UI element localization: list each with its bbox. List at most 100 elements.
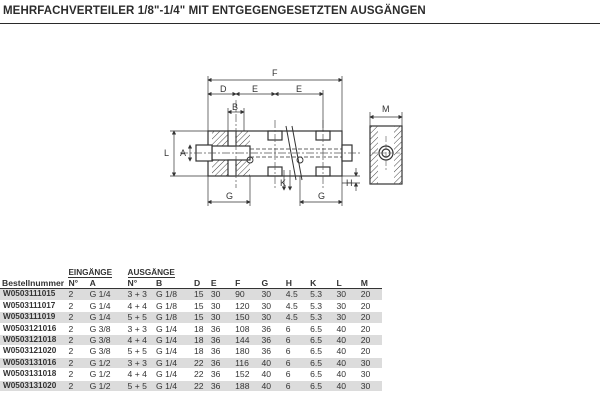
table-cell: 40	[334, 323, 359, 335]
table-cell: 30	[334, 311, 359, 324]
group-outlets: AUSGÄNGE	[127, 268, 175, 278]
table-cell: G 1/8	[154, 311, 193, 324]
table-cell: G 1/4	[87, 300, 126, 312]
table-cell: 3 + 3	[125, 323, 155, 335]
manifold-end-view	[369, 125, 403, 185]
table-cell: G 1/4	[87, 288, 126, 301]
table-cell: 3 + 3	[125, 288, 155, 301]
column-header: L	[334, 278, 359, 290]
table-cell: 30	[334, 300, 359, 312]
table-cell: 116	[233, 357, 260, 369]
column-header: E	[208, 278, 234, 290]
dim-label-k: K	[280, 178, 286, 188]
table-cell: 2	[66, 311, 88, 324]
dim-label-m: M	[382, 104, 390, 114]
column-header: K	[308, 278, 335, 290]
table-cell: 36	[208, 368, 234, 381]
table-cell: 2	[66, 380, 88, 392]
column-header: F	[233, 278, 260, 290]
order-number-cell: W0503131016	[0, 357, 67, 369]
table-cell: 15	[192, 311, 209, 324]
table-cell: 150	[233, 311, 260, 324]
table-cell: 36	[208, 334, 234, 346]
table-cell: 30	[334, 288, 359, 301]
table-cell: 6.5	[308, 380, 335, 392]
table-cell: 188	[233, 380, 260, 392]
table-cell: 30	[208, 300, 234, 312]
column-header: N°	[125, 278, 155, 290]
table-cell: 180	[233, 345, 260, 358]
table-cell: 2	[66, 368, 88, 381]
table-cell: 5.3	[308, 300, 335, 312]
table-cell: 2	[66, 288, 88, 301]
table-cell: 2	[66, 323, 88, 335]
table-cell: 20	[358, 300, 382, 312]
table-cell: 36	[208, 380, 234, 392]
table-cell: G 1/4	[154, 368, 193, 381]
table-cell: G 1/2	[87, 368, 126, 381]
column-header: G	[259, 278, 284, 290]
table-cell: 108	[233, 323, 260, 335]
table-cell: 30	[259, 300, 284, 312]
table-cell: 36	[208, 323, 234, 335]
table-cell: 4.5	[283, 288, 309, 301]
dim-label-f: F	[272, 68, 278, 78]
table-cell: 40	[334, 368, 359, 381]
table-cell: 6.5	[308, 368, 335, 381]
table-cell: G 3/8	[87, 323, 126, 335]
order-number-cell: W0503121020	[0, 345, 67, 358]
table-cell: 30	[208, 288, 234, 301]
table-cell: 40	[259, 357, 284, 369]
table-cell: 40	[334, 345, 359, 358]
column-header: D	[192, 278, 209, 290]
table-cell: 6.5	[308, 323, 335, 335]
table-cell: 18	[192, 345, 209, 358]
centerlines	[180, 100, 360, 188]
table-cell: G 3/8	[87, 345, 126, 358]
table-cell: 4.5	[283, 300, 309, 312]
table-cell: 20	[358, 288, 382, 301]
table-cell: 6	[283, 334, 309, 346]
order-number-cell: W0503111019	[0, 311, 67, 324]
table-cell: 6	[283, 380, 309, 392]
order-number-cell: W0503111015	[0, 288, 67, 301]
order-number-cell: W0503131018	[0, 368, 67, 381]
table-cell: G 1/4	[87, 311, 126, 324]
table-cell: 6	[283, 368, 309, 381]
table-cell: 30	[259, 311, 284, 324]
table-cell: 5 + 5	[125, 345, 155, 358]
dim-label-d: D	[220, 84, 227, 94]
dim-label-b: B	[232, 102, 238, 112]
table-cell: G 1/8	[154, 300, 193, 312]
table-cell: 5.3	[308, 288, 335, 301]
table-cell: 6.5	[308, 345, 335, 358]
table-cell: G 1/4	[154, 357, 193, 369]
technical-drawing: F D E E B L A G G K H M	[164, 68, 403, 206]
table-cell: 36	[208, 345, 234, 358]
table-cell: 15	[192, 288, 209, 301]
table-cell: 3 + 3	[125, 357, 155, 369]
table-cell: 30	[208, 311, 234, 324]
table-cell: 22	[192, 357, 209, 369]
title-divider	[0, 23, 600, 24]
table-cell: G 1/4	[154, 323, 193, 335]
order-number-cell: W0503121016	[0, 323, 67, 335]
table-cell: 30	[358, 357, 382, 369]
table-cell: 40	[334, 357, 359, 369]
column-header: Bestellnummer	[0, 278, 67, 290]
dim-label-g2: G	[318, 191, 325, 201]
table-cell: 2	[66, 357, 88, 369]
table-cell: 4.5	[283, 311, 309, 324]
group-header-row: EINGÄNGE AUSGÄNGE	[0, 268, 382, 278]
